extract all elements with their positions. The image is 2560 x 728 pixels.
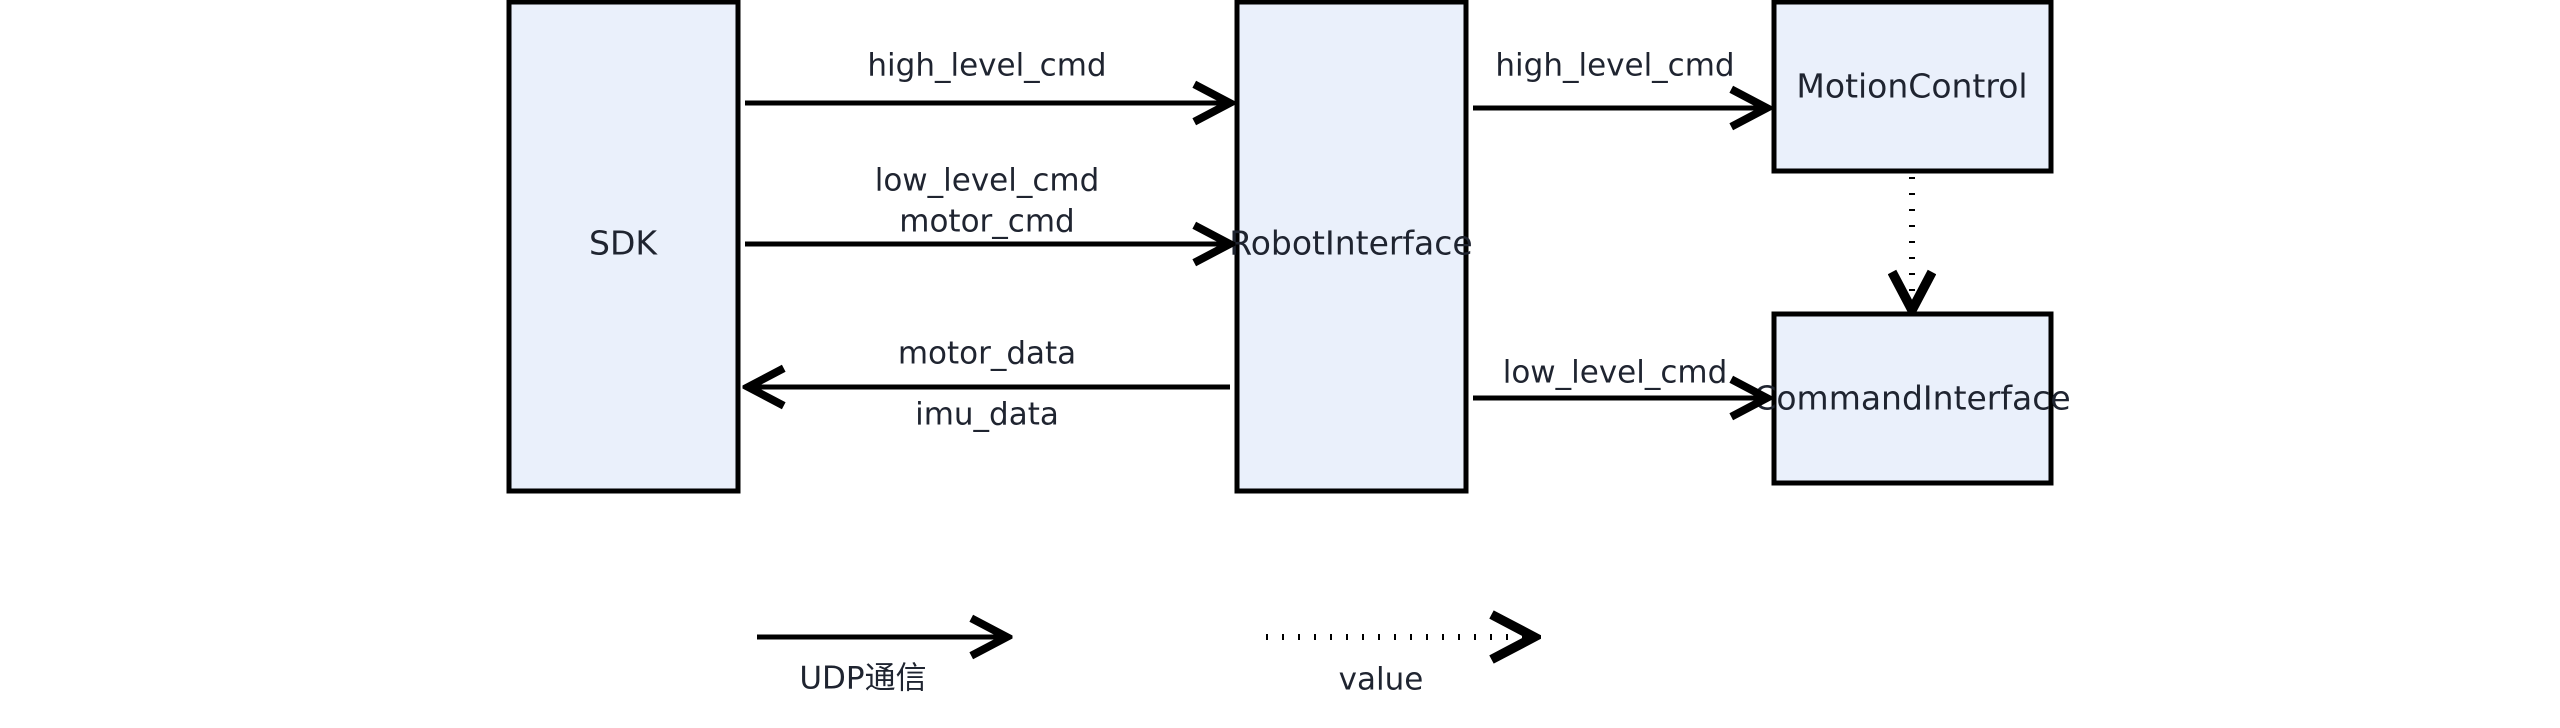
legend-item-udp: UDP通信	[757, 637, 1005, 697]
node-sdk[interactable]: SDK	[506, 0, 741, 494]
edge-sdk-to-robotinterface-high: high_level_cmd	[745, 48, 1228, 104]
node-robot-interface[interactable]: RobotInterface	[1229, 0, 1473, 494]
edge-label-low-level-cmd-right: low_level_cmd	[1503, 355, 1728, 391]
node-robot-interface-label: RobotInterface	[1229, 224, 1472, 263]
edge-robotinterface-to-sdk-data: motor_data imu_data	[750, 336, 1230, 433]
node-command-interface[interactable]: CommandInterface	[1753, 311, 2071, 486]
edge-label-motor-cmd-left: motor_cmd	[899, 204, 1074, 240]
node-command-interface-label: CommandInterface	[1753, 379, 2070, 418]
edge-robotinterface-to-commandinterface: low_level_cmd	[1473, 355, 1765, 399]
legend-label-value: value	[1339, 662, 1424, 698]
node-robot-interface-box[interactable]	[1234, 0, 1469, 494]
edge-robotinterface-to-motioncontrol: high_level_cmd	[1473, 48, 1765, 109]
edge-sdk-to-robotinterface-low: low_level_cmd motor_cmd	[745, 163, 1228, 245]
node-command-interface-box[interactable]	[1771, 311, 2054, 486]
edge-label-motor-data: motor_data	[898, 336, 1076, 372]
edge-label-low-level-cmd-left: low_level_cmd	[875, 163, 1100, 199]
edge-label-high-level-cmd-right: high_level_cmd	[1495, 48, 1734, 84]
node-sdk-label: SDK	[589, 224, 658, 263]
node-motion-control[interactable]: MotionControl	[1771, 0, 2054, 174]
node-sdk-box[interactable]	[506, 0, 741, 494]
node-motion-control-box[interactable]	[1771, 0, 2054, 174]
legend-label-udp: UDP通信	[799, 661, 926, 697]
node-motion-control-label: MotionControl	[1796, 67, 2027, 106]
edge-label-high-level-cmd-left: high_level_cmd	[867, 48, 1106, 84]
legend-item-value: value	[1266, 637, 1532, 698]
edge-label-imu-data: imu_data	[915, 397, 1059, 433]
